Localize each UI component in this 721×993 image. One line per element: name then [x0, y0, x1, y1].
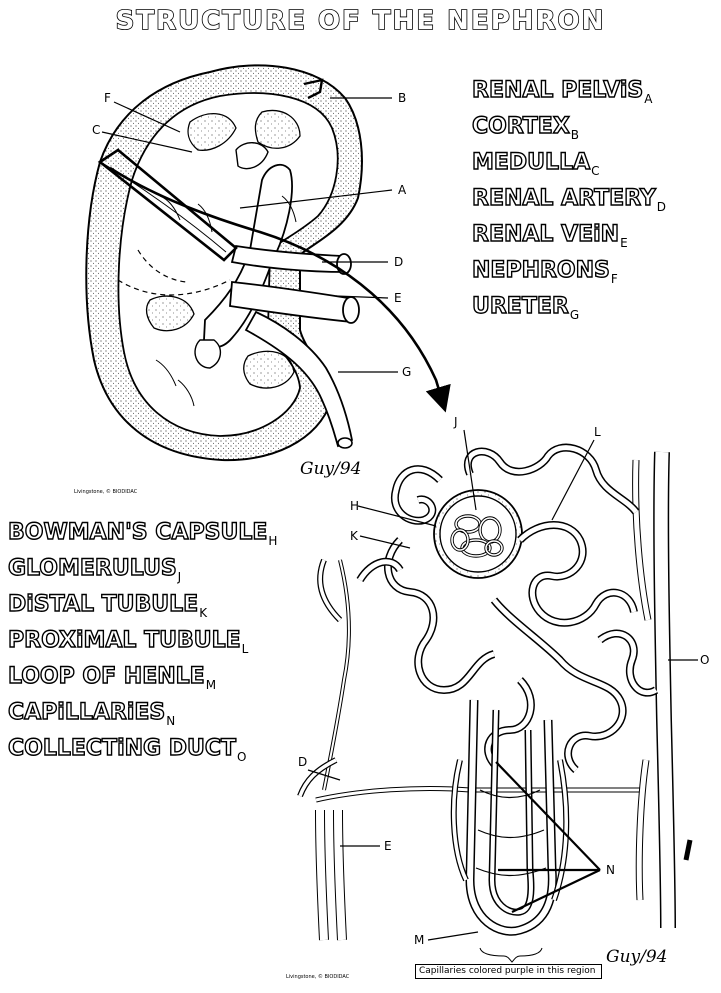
- legend-item-ureter: URETERG: [471, 294, 580, 322]
- ureter-opening: [337, 437, 353, 449]
- renal-vein-opening: [342, 296, 360, 324]
- kidney-label-e: E: [394, 291, 402, 305]
- medulla-pyramid-1: [187, 113, 237, 151]
- legend-item-distal-tubule: DiSTAL TUBULEK: [7, 592, 208, 620]
- nephron-illustration: [297, 443, 693, 963]
- loop-of-henle: [450, 699, 570, 936]
- tubule-tangle: [356, 443, 659, 774]
- calyx-upper: [235, 142, 269, 170]
- legend-item-medulla: MEDULLAC: [471, 150, 600, 178]
- nephron-label-j: J: [453, 415, 458, 429]
- credit-top: Livingstone, © BIODIDAC: [74, 488, 138, 495]
- ureter: [244, 310, 354, 448]
- legend-item-loop-of-henle: LOOP OF HENLEM: [7, 664, 217, 692]
- kidney-label-f: F: [104, 91, 111, 105]
- legend-item-cortex: CORTEXB: [471, 114, 580, 142]
- nephron-label-n: N: [606, 863, 615, 877]
- legend-item-renal-vein: RENAL VEiNE: [471, 222, 628, 250]
- nephron-label-e: E: [384, 839, 392, 853]
- legend-item-capillaries: CAPiLLARiESN: [7, 700, 176, 728]
- legend-item-renal-pelvis: RENAL PELViSA: [471, 78, 653, 106]
- zoom-arrow: [109, 166, 451, 413]
- artist-signature-bottom: Guy/94: [606, 947, 668, 967]
- cortex-boundary: [117, 279, 231, 296]
- kidney-label-b: B: [398, 91, 406, 105]
- kidney-labels: B F C A D E G: [92, 91, 411, 379]
- nephron-labels: J L H K O D E N M: [298, 415, 709, 947]
- credit-bottom: Livingstone, © BIODIDAC: [286, 973, 350, 980]
- calyx-lower: [194, 339, 221, 369]
- artist-signature-top: Guy/94: [300, 459, 362, 479]
- kidney-label-d: D: [394, 255, 403, 269]
- capillary-region-bracket: [479, 947, 543, 963]
- page-title: STRUCTURE OF THE NEPHRON: [115, 5, 606, 37]
- nephron-leader-lines: [307, 429, 698, 941]
- interlobular-artery-inner: [323, 559, 350, 791]
- nephron-label-d: D: [298, 755, 307, 769]
- cortex-boundary-2: [137, 249, 187, 283]
- legend-item-glomerulus: GLOMERULUSJ: [7, 556, 182, 584]
- kidney-illustration: [85, 64, 451, 462]
- medulla-pyramid-3: [145, 295, 195, 332]
- legend-item-renal-artery: RENAL ARTERYD: [471, 186, 667, 214]
- legend-item-collecting-duct: COLLECTiNG DUCTO: [7, 736, 247, 764]
- nephron-label-o: O: [700, 653, 709, 667]
- legend-item-proximal-tubule: PROXiMAL TUBULEL: [7, 628, 249, 656]
- kidney-legend: RENAL PELViSA CORTEXB MEDULLAC RENAL ART…: [471, 78, 667, 332]
- nephron-label-k: K: [350, 529, 359, 543]
- nephron-wedge: [97, 148, 238, 262]
- nephron-label-h: H: [350, 499, 359, 513]
- nephron-label-m: M: [414, 933, 424, 947]
- capillary-caption: Capillaries colored purple in this regio…: [415, 964, 602, 979]
- nephron-legend: BOWMAN'S CAPSULEH GLOMERULUSJ DiSTAL TUB…: [7, 520, 278, 774]
- legend-item-bowmans-capsule: BOWMAN'S CAPSULEH: [7, 520, 278, 548]
- kidney-label-c: C: [92, 123, 100, 137]
- medulla-pyramid-2: [254, 109, 301, 149]
- nephron-label-l: L: [594, 425, 601, 439]
- medulla-pyramid-4: [243, 350, 295, 389]
- kidney-label-g: G: [402, 365, 411, 379]
- kidney-leader-lines: [101, 97, 398, 373]
- glomerulus: [450, 514, 504, 558]
- legend-item-nephrons: NEPHRONSF: [471, 258, 618, 286]
- kidney-label-a: A: [398, 183, 407, 197]
